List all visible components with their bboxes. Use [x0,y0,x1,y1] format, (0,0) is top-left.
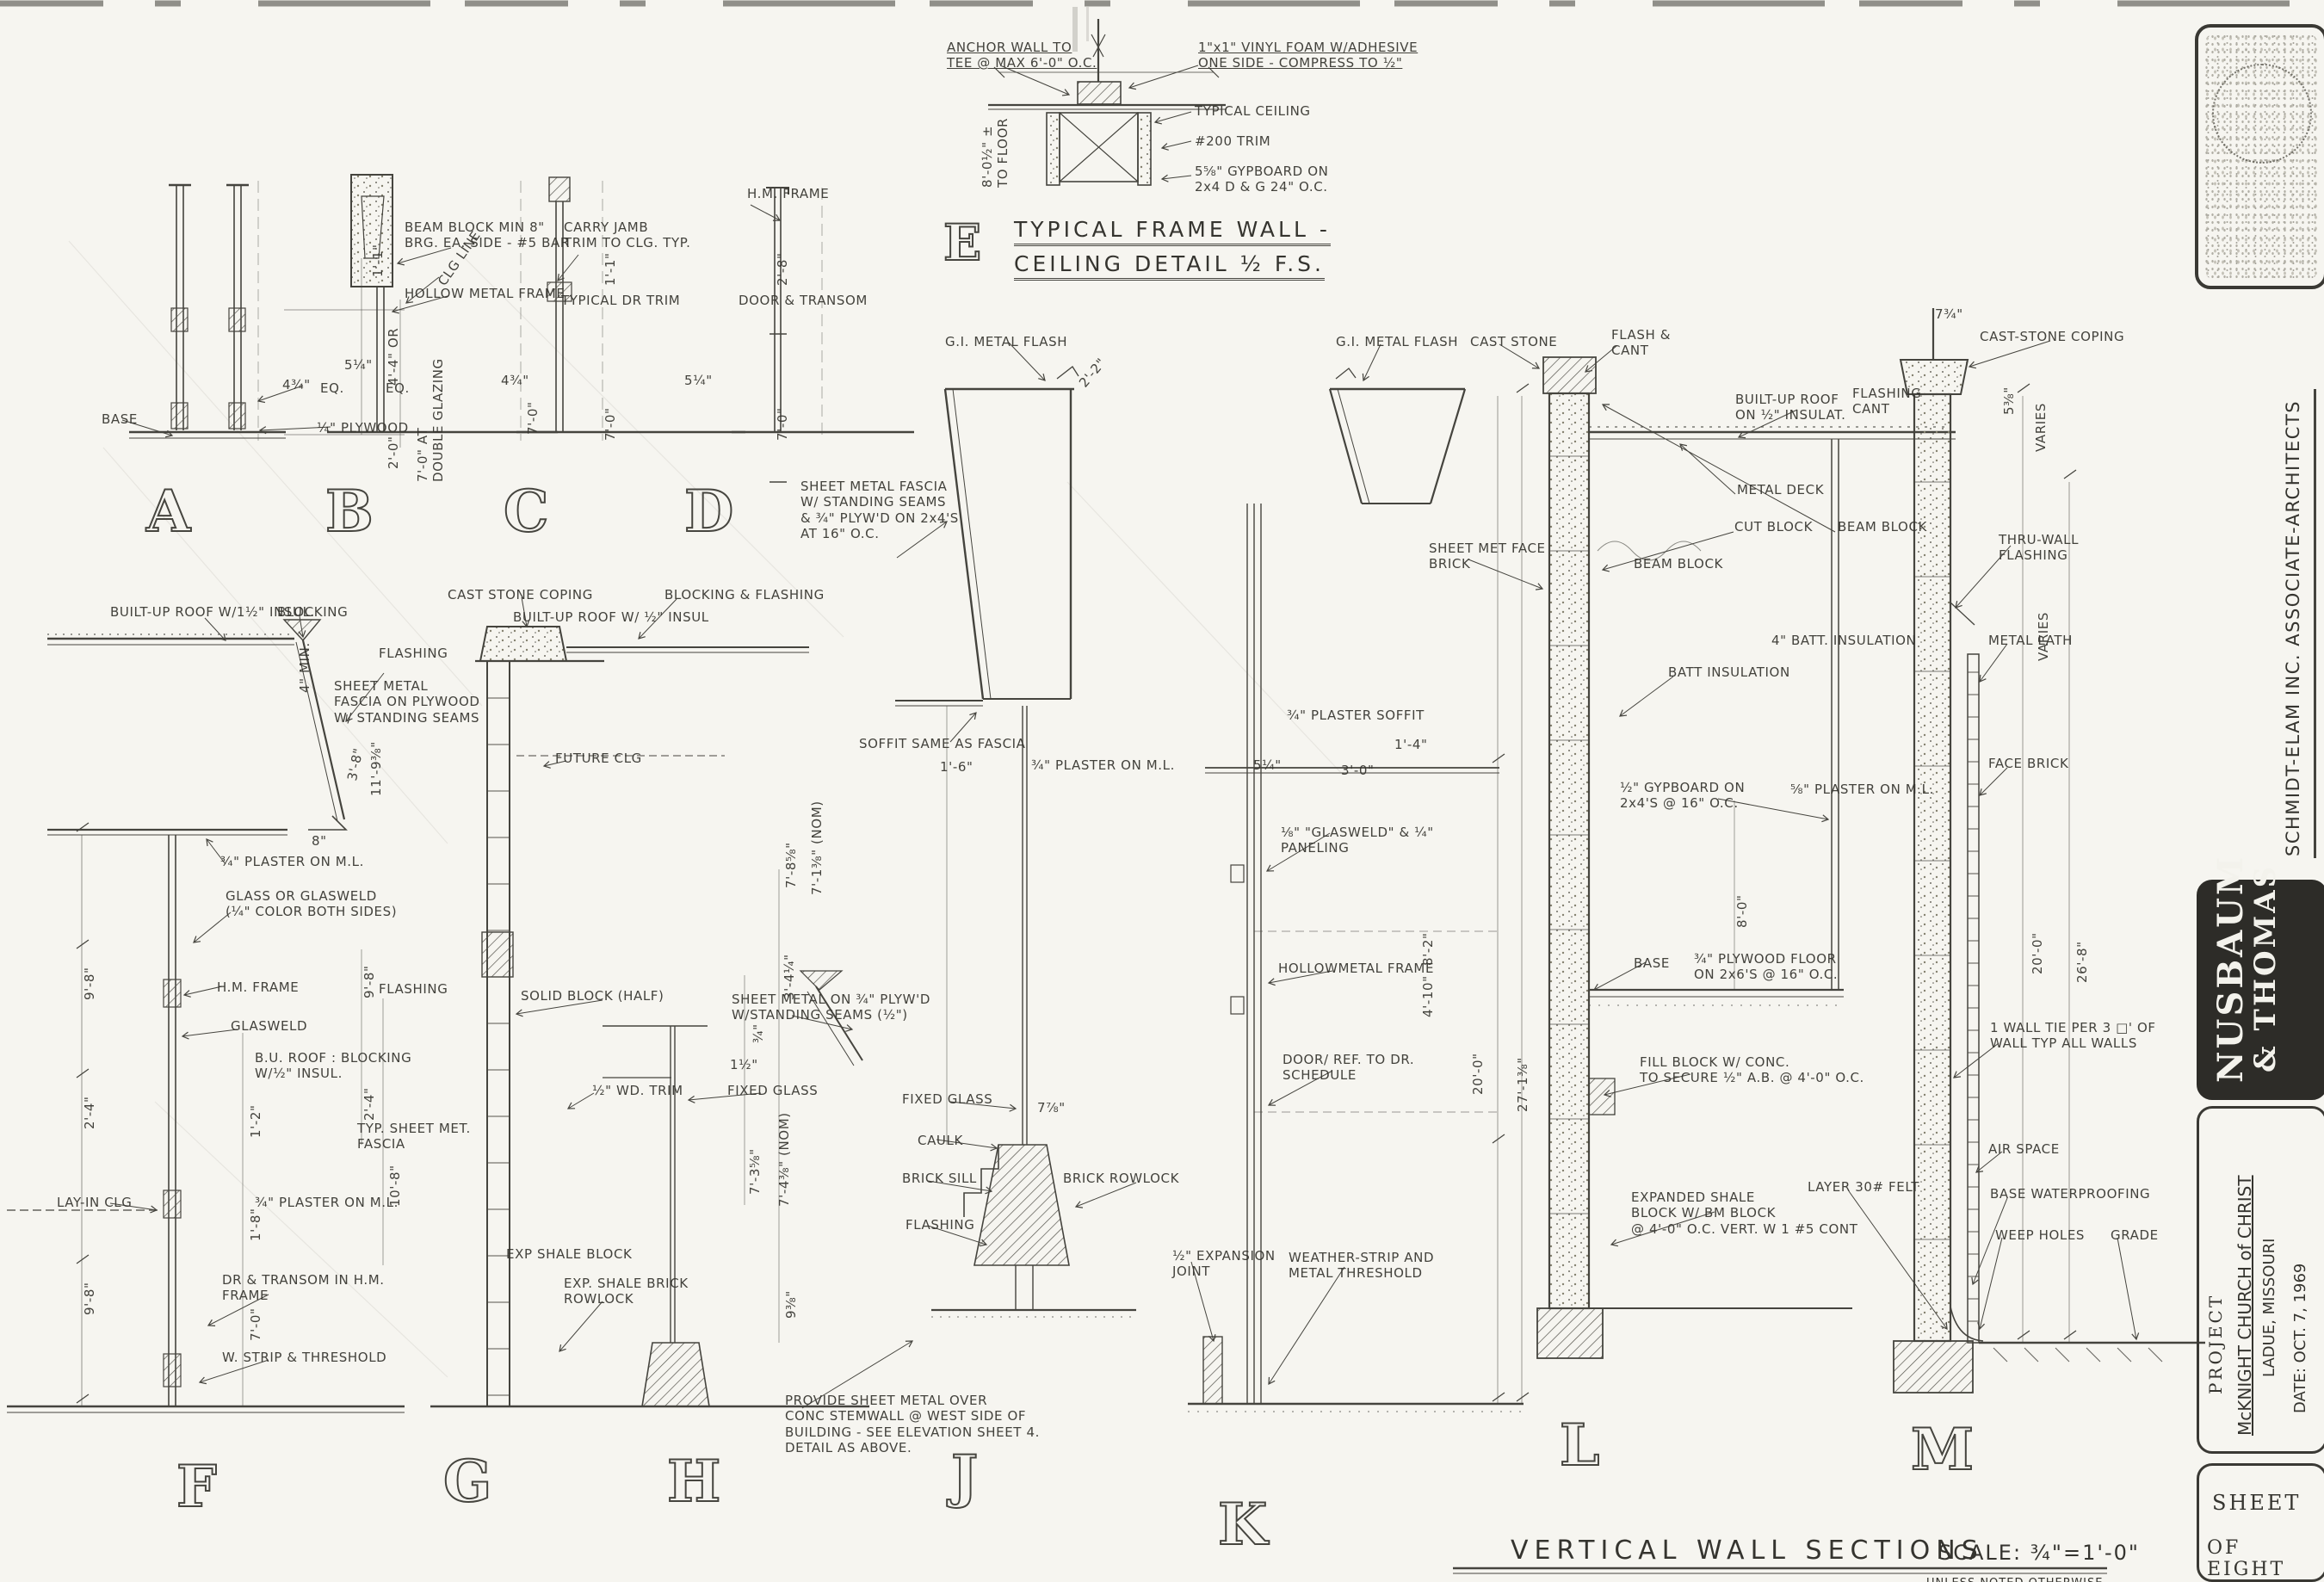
architect-seal-icon [2212,64,2312,164]
annotation-C-16: TYPICAL DR TRIM [561,293,681,308]
annotation-D-21: DOOR & TRANSOM [739,293,868,308]
project-box [2197,1106,2324,1454]
section-letter-G: G [442,1447,494,1516]
annotation-J-82: ¾" PLASTER ON M.L. [1031,757,1175,773]
annotation-L-119: FILL BLOCK W/ CONC. TO SECURE ½" A.B. @ … [1640,1054,1864,1086]
associate-architects-label: SCHMIDT-ELAM INC. ASSOCIATE-ARCHITECTS [2283,399,2303,856]
annotation-C-17: 4¾" [501,373,529,388]
annotation-L-121: LAYER 30# FELT [1808,1179,1920,1195]
section-letter-F: F [176,1452,219,1521]
firm-logo-box [2197,880,2324,1100]
project-name: McKNIGHT CHURCH of CHRIST [2234,1175,2255,1436]
annotation-L-118: ¾" PLYWOOD FLOOR ON 2x6'S @ 16" O.C. [1694,951,1839,983]
annotation-J-80: SOFFIT SAME AS FASCIA [859,736,1026,751]
project-label: PROJECT [2205,1293,2226,1394]
annotation-G-61: FUTURE CLG [555,751,642,766]
annotation-G-64: EXP SHALE BLOCK [506,1246,633,1262]
annotation-M-122: 7¾" [1935,306,1963,322]
section-letter-K: K [1217,1490,1270,1559]
section-letter-A: A [145,477,193,546]
project-city: LADUE, MISSOURI [2260,1238,2278,1377]
architect-seal-box [2195,24,2324,289]
detail-e-title-line1: TYPICAL FRAME WALL - [1014,217,1331,246]
section-letter-D: D [683,477,736,546]
annotation-D-22: 5¼" [684,373,713,388]
annotation-F-30: BUILT-UP ROOF W/1½" INSUL. [110,604,315,620]
section-letter-J: J [950,1442,980,1511]
annotation-F-41: H.M. FRAME [217,979,300,995]
annotation-B-8: BEAM BLOCK MIN 8" BRG. EA. SIDE - #5 BAR [405,219,570,251]
annotation-F-33: FLASHING [379,646,448,661]
sheet-label: SHEET [2212,1491,2302,1515]
annotation-E-27: TYPICAL CEILING [1195,103,1311,119]
annotation-F-40: GLASS OR GLASWELD (¼" COLOR BOTH SIDES) [226,888,398,920]
annotation-F-31: BLOCKING [277,604,349,620]
section-letter-M: M [1910,1415,1976,1484]
annotation-G-60: BLOCKING & FLASHING [664,587,825,603]
annotation-J-88: BRICK ROWLOCK [1063,1171,1180,1186]
annotation-L-114: ½" GYPBOARD ON 2x4'S @ 16" O.C. [1620,780,1746,812]
annotation-M-123: CAST-STONE COPING [1980,329,2125,344]
annotation-K-93: ¾" PLASTER SOFFIT [1287,708,1425,723]
annotation-E-25: 1"x1" VINYL FOAM W/ADHESIVE ONE SIDE - C… [1198,40,1419,71]
annotation-C-14: CARRY JAMB TRIM TO CLG. TYP. [564,219,691,251]
section-letter-B: B [324,477,375,546]
sheet-of-label: OF EIGHT [2207,1537,2286,1580]
annotation-J-81: 1'-6" [940,759,973,775]
sheet-number-box [2197,1463,2324,1582]
annotation-L-112: BATT INSULATION [1668,664,1790,680]
section-letter-H: H [666,1447,723,1516]
project-date: DATE: OCT. 7, 1969 [2291,1263,2309,1413]
annotation-J-84: 7⅞" [1037,1100,1066,1115]
section-letter-L: L [1559,1411,1602,1480]
associates-rule [2314,389,2316,858]
drawing-title: VERTICAL WALL SECTIONS [1511,1536,1984,1566]
annotation-F-43: FLASHING [379,981,448,997]
annotation-G-62: SOLID BLOCK (HALF) [521,988,664,1004]
detail-e-title-line2: CEILING DETAIL ½ F.S. [1014,251,1325,281]
annotation-F-38: 8" [312,833,327,849]
annotation-L-113: 4" BATT. INSULATION [1771,633,1917,648]
detail-e-letter: E [943,213,984,273]
annotation-J-79: SHEET METAL FASCIA W/ STANDING SEAMS & ¾… [800,479,959,541]
drawing-scale-note: UNLESS NOTED OTHERWISE [1926,1577,2103,1582]
section-letter-C: C [503,477,551,546]
firm-name-line2: & THOMAS [2248,863,2283,1072]
annotation-K-94: 1'-4" [1394,737,1428,752]
annotation-E-29: 5⅝" GYPBOARD ON 2x4 D & G 24" O.C. [1195,164,1329,195]
drawing-scale: SCALE: ¾"=1'-0" [1938,1541,2140,1565]
annotation-E-28: #200 TRIM [1195,133,1271,149]
firm-name-line1: NUSBAUM [2210,854,2251,1083]
annotation-K-96: 3'-0" [1341,763,1375,778]
annotation-K-91: FLASH & CANT [1611,327,1672,359]
